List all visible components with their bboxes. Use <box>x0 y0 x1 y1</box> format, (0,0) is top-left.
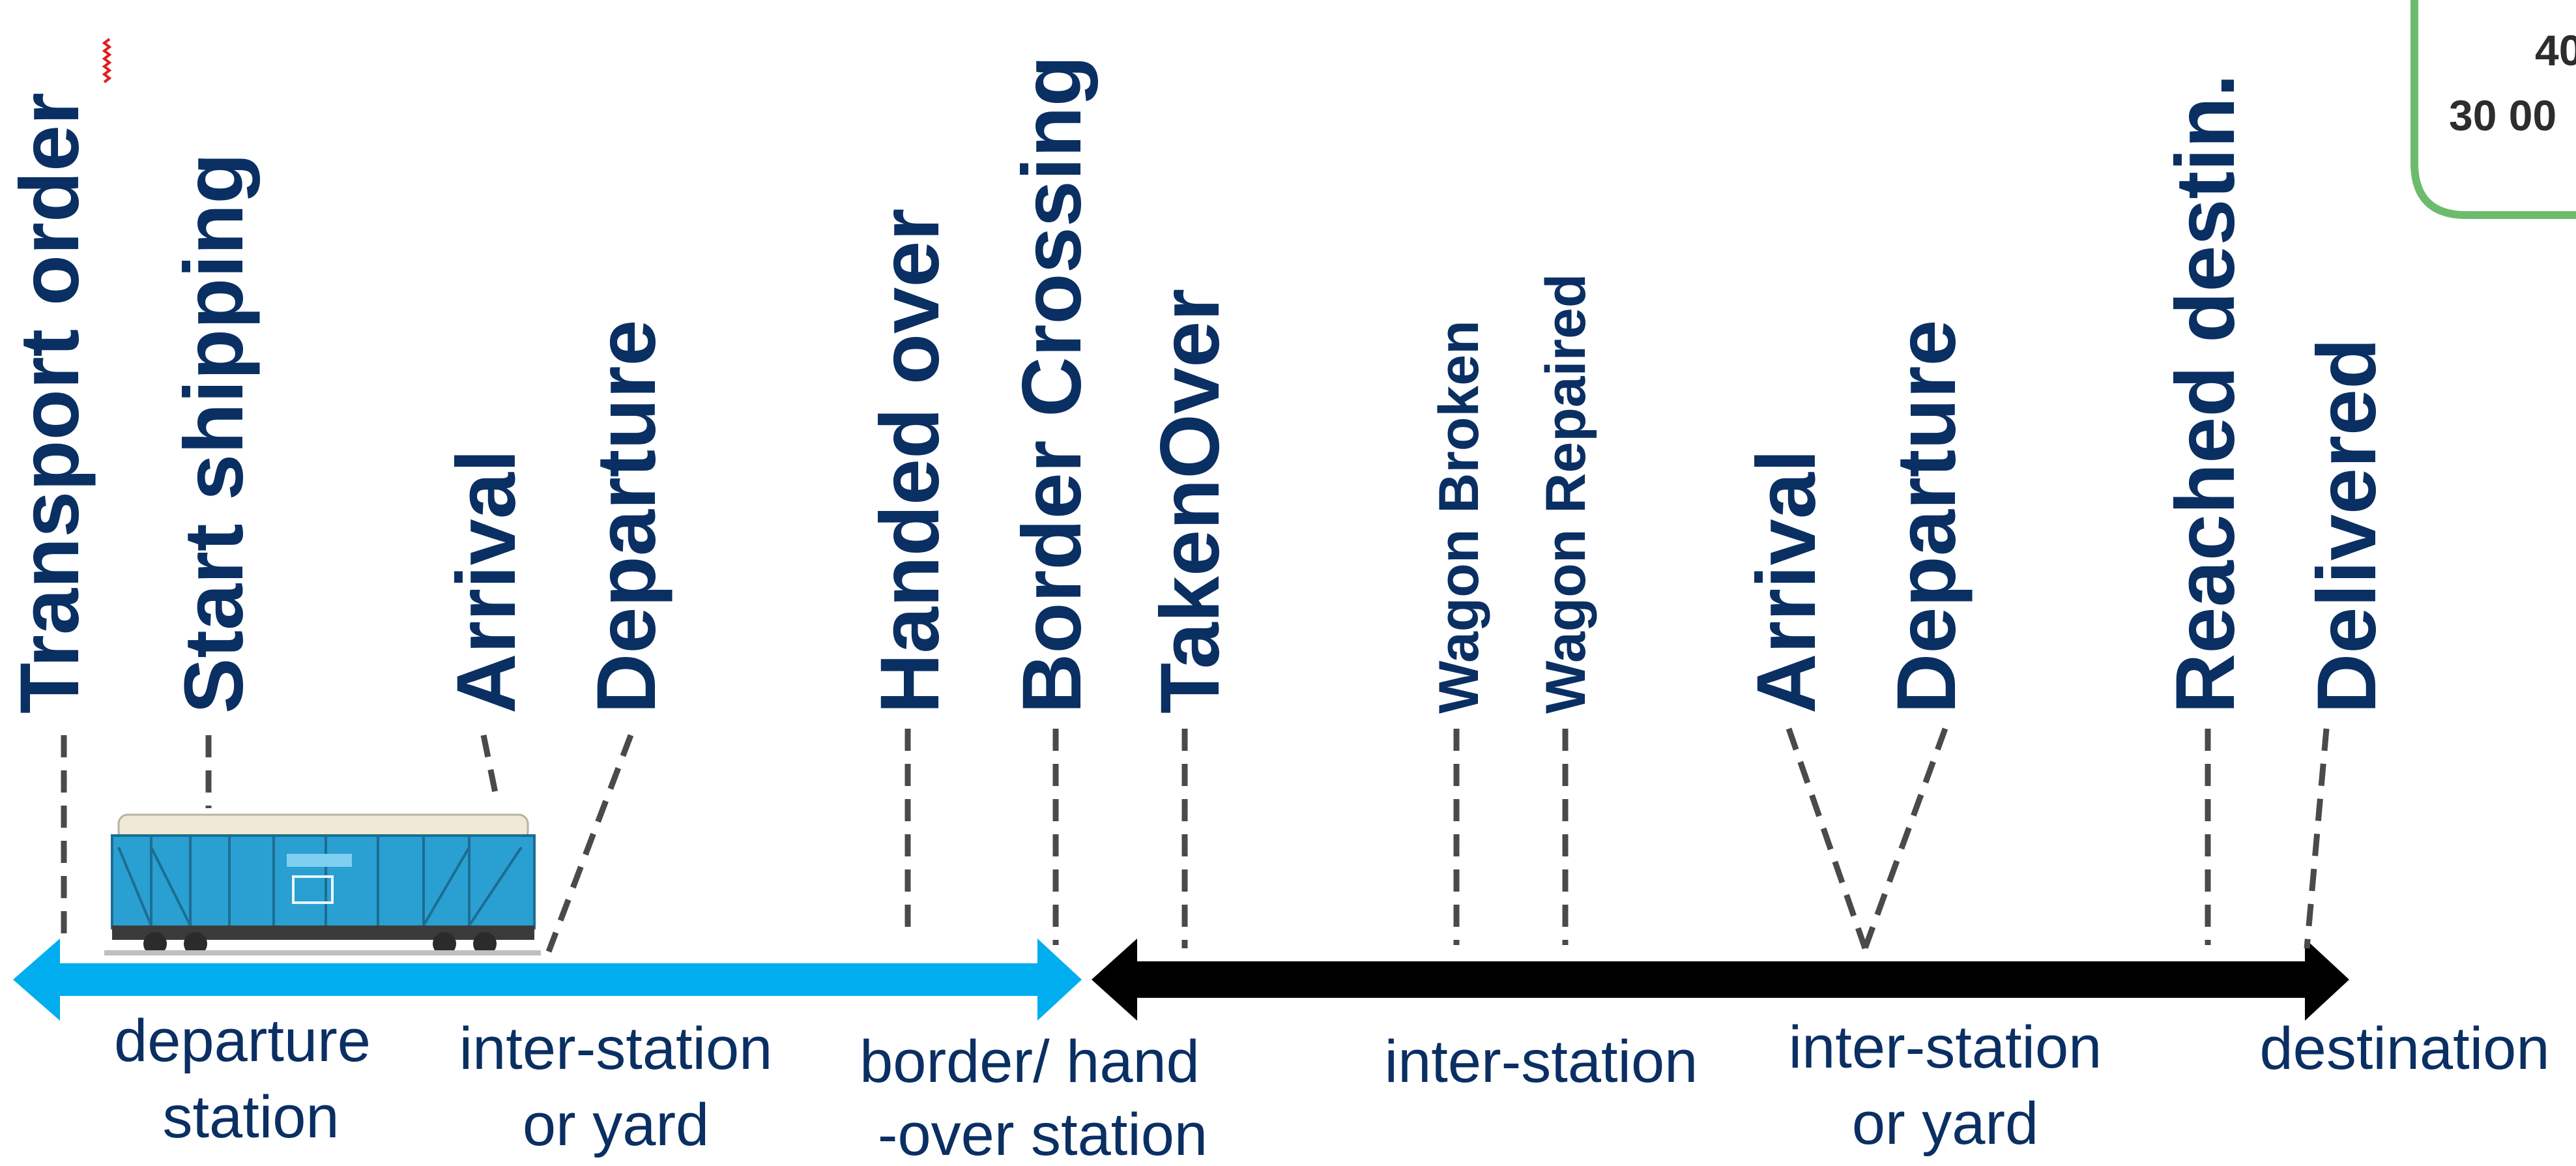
event-border-crossing: Border Crossing <box>1006 55 1099 714</box>
arrival-side-arrow <box>1092 939 2349 1021</box>
event-wagon-repaired: Wagon Repaired <box>1535 274 1597 714</box>
segment-destination: destination <box>2260 1015 2550 1082</box>
event-transport-order: Transport order <box>3 93 96 714</box>
callout-box: 40 30 00 <box>2410 0 2576 219</box>
event-arrival-2: Arrival <box>1740 449 1833 714</box>
event-reached-destin: Reached destin. <box>2159 74 2252 714</box>
leader-arrival-2 <box>1786 727 1868 950</box>
event-delivered: Delivered <box>2300 338 2394 714</box>
event-handed-over: Handed over <box>863 209 957 714</box>
segment-inter-station-yard-2-line-1: inter-station <box>1789 1014 2102 1081</box>
segment-inter-station: inter-station <box>1385 1028 1698 1095</box>
callout-line-1: 40 <box>2535 26 2576 74</box>
event-start-shipping: Start shipping <box>167 153 261 714</box>
callout-line-2: 30 00 <box>2449 91 2556 139</box>
event-arrival-1: Arrival <box>440 449 533 714</box>
segment-labels: departure station inter-station or yard … <box>114 1008 2549 1166</box>
leader-departure-1 <box>545 734 634 953</box>
departure-side-arrow <box>13 939 1082 1021</box>
segment-departure-station-line-2: station <box>162 1084 339 1150</box>
freight-wagon-icon <box>104 813 541 955</box>
event-wagon-broken: Wagon Broken <box>1428 320 1490 714</box>
segment-inter-station-yard-2-line-2: or yard <box>1852 1090 2038 1157</box>
segment-inter-station-yard-1-line-1: inter-station <box>459 1015 773 1082</box>
event-departure-2: Departure <box>1880 319 1973 714</box>
leader-arrival-1 <box>480 735 500 800</box>
event-taken-over: TakenOver <box>1144 289 1237 714</box>
segment-border-handover-line-1: border/ hand <box>860 1028 1200 1095</box>
leader-departure-2 <box>1862 727 1948 950</box>
event-departure-1: Departure <box>580 319 673 714</box>
event-leader-lines <box>61 727 2330 953</box>
segment-departure-station-line-1: departure <box>114 1008 371 1074</box>
segment-inter-station-yard-1-line-2: or yard <box>523 1092 709 1158</box>
spellcheck-underlines <box>102 38 112 83</box>
event-labels: Transport order Start shipping Arrival D… <box>3 55 2394 714</box>
leader-delivered <box>2304 728 2330 949</box>
segment-border-handover-line-2: -over station <box>878 1101 1208 1166</box>
